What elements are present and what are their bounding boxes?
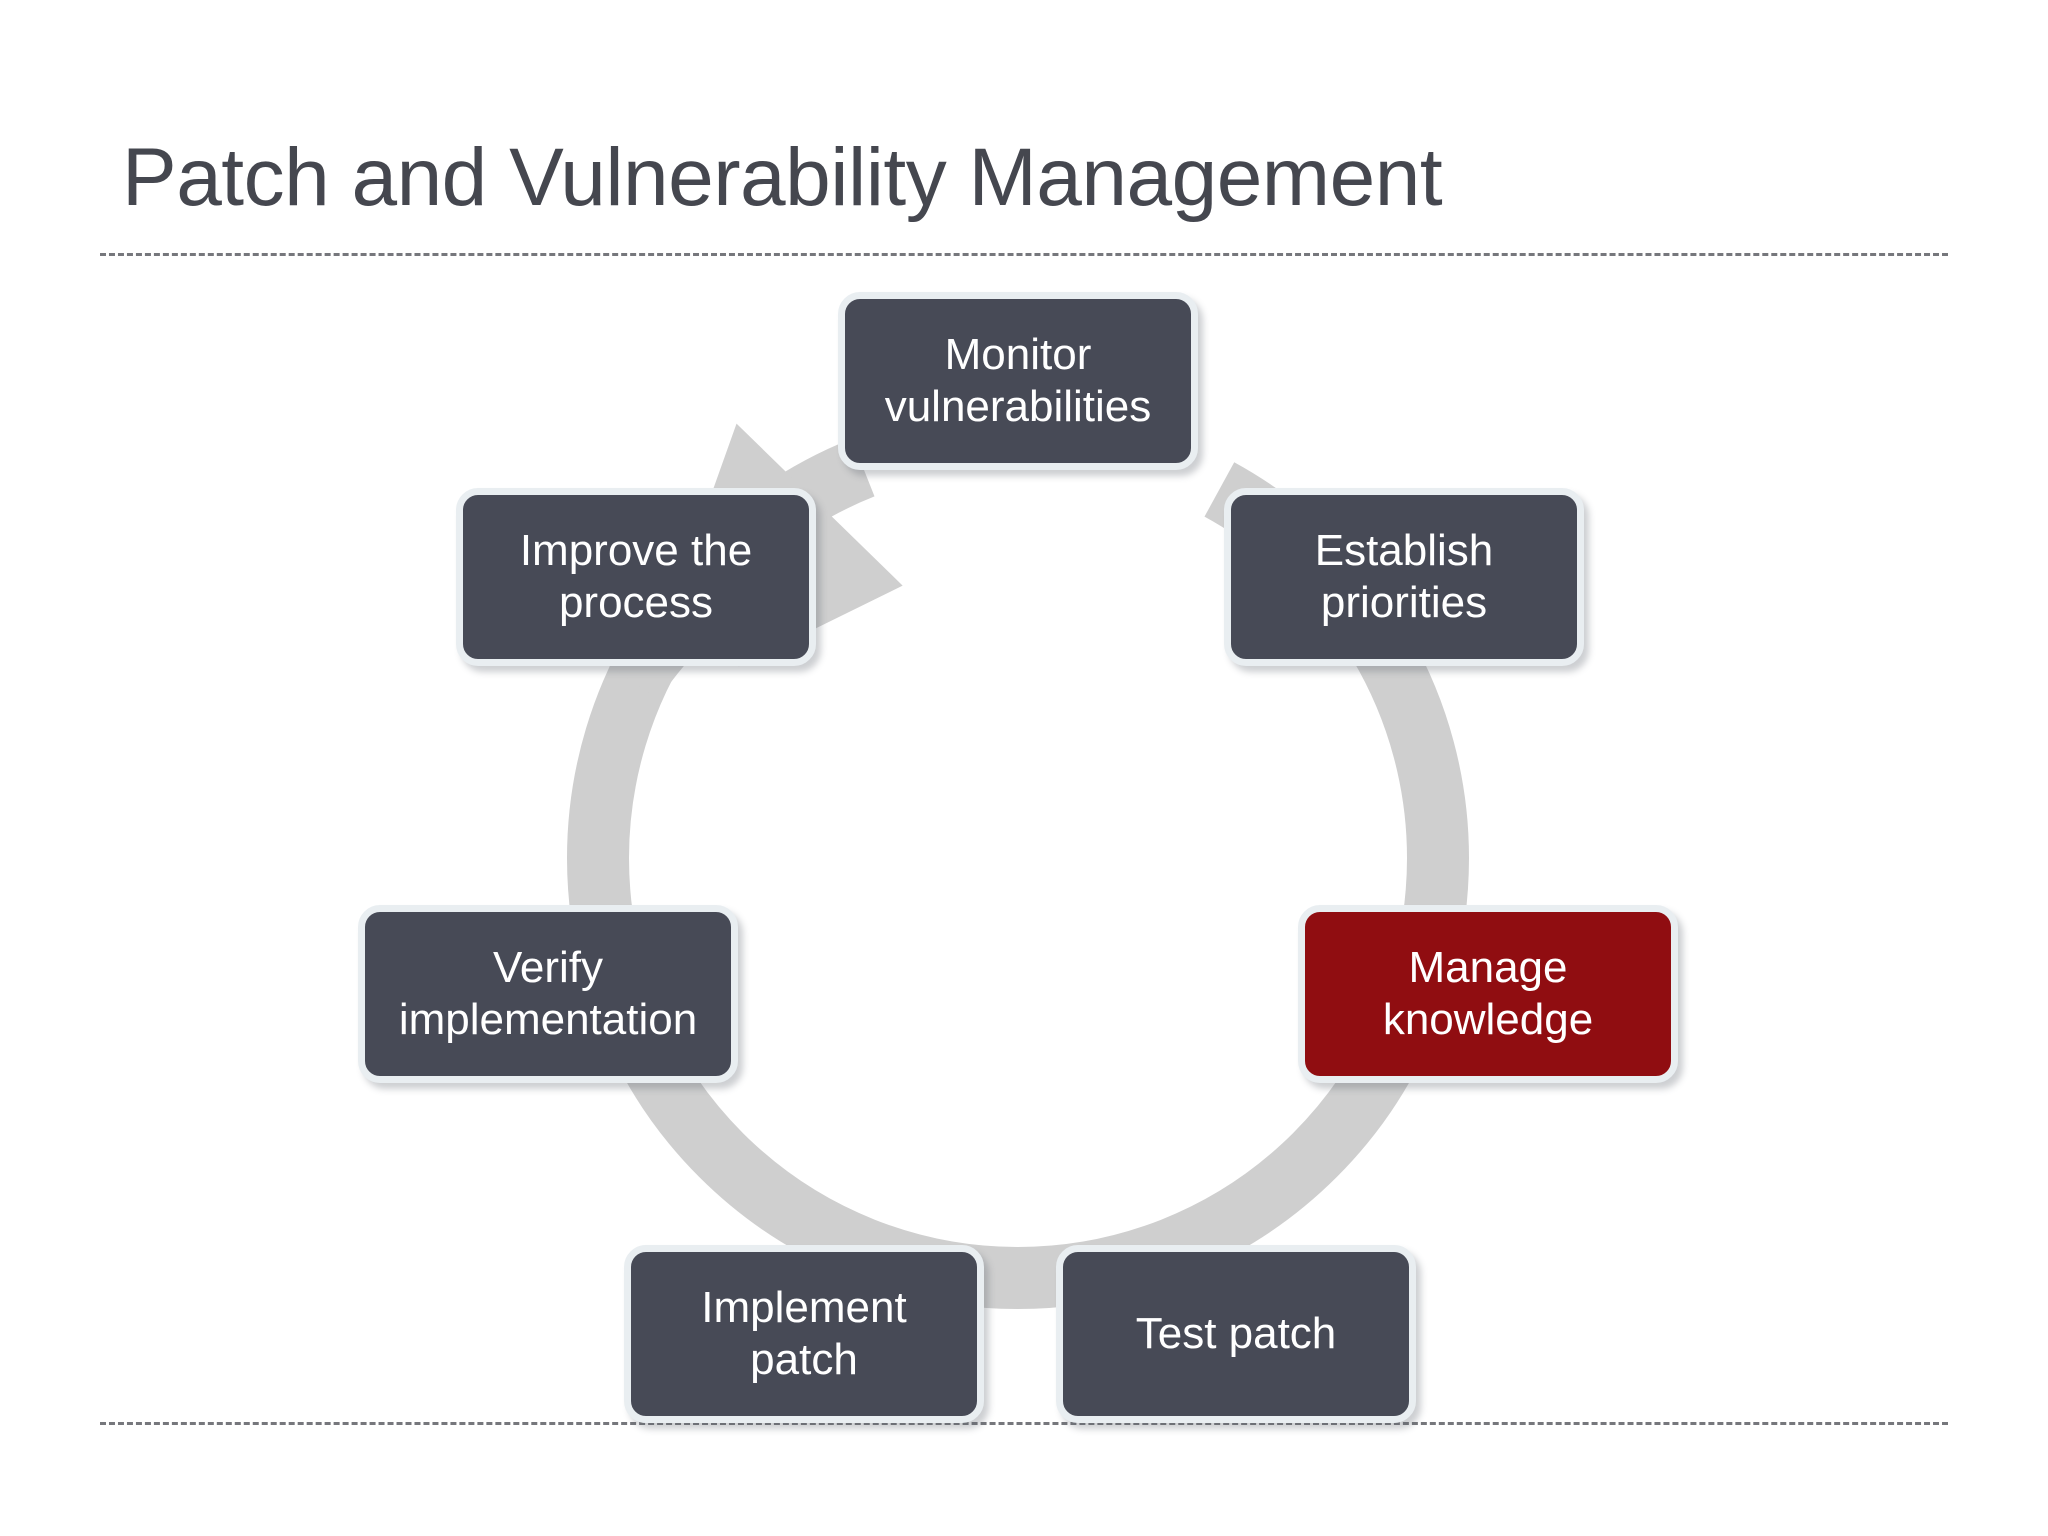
footer-divider-bottom [100,1422,1948,1425]
cycle-node-test-patch[interactable]: Test patch [1056,1245,1416,1423]
cycle-node-label: Test patch [1135,1309,1337,1358]
page-title: Patch and Vulnerability Management [122,132,1443,223]
title-divider-top [100,253,1948,256]
ring-band [567,407,1469,1309]
